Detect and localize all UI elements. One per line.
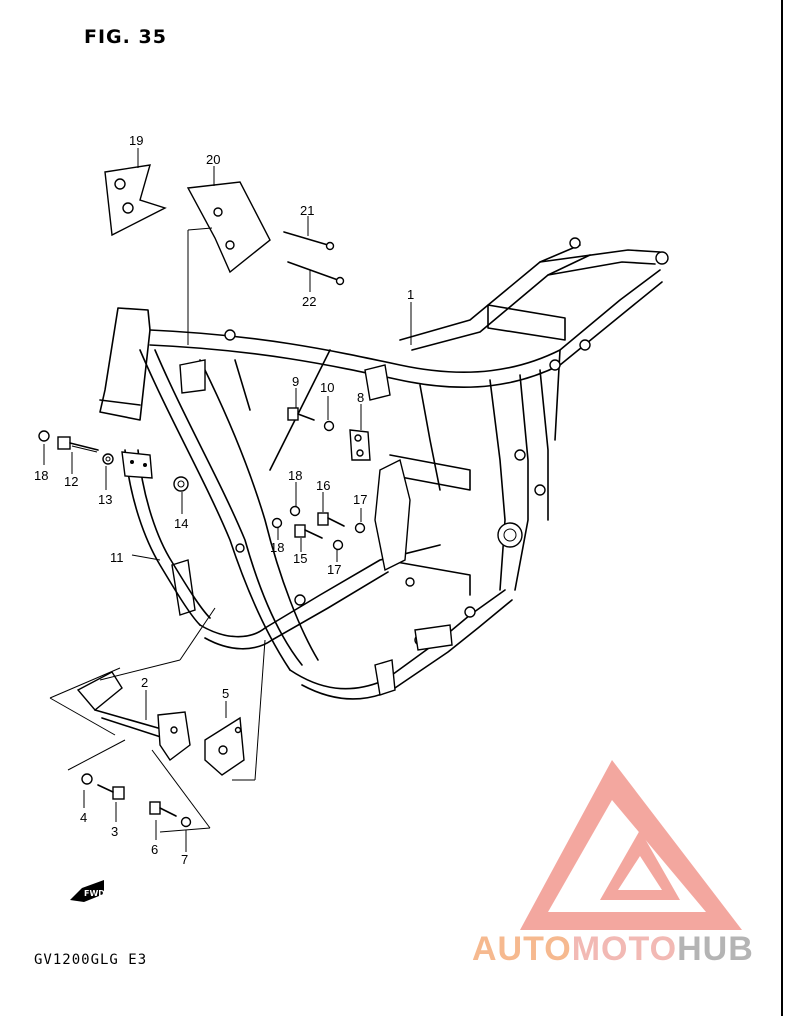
- fwd-label: FWD: [84, 889, 105, 898]
- bolt-3: [97, 784, 125, 800]
- bolt-15: [294, 524, 323, 539]
- part-label-19: 19: [129, 133, 143, 148]
- part-label-17-lower: 17: [327, 562, 341, 577]
- part-label-20: 20: [206, 152, 220, 167]
- part-label-8: 8: [357, 390, 364, 405]
- left-frame-rail: [121, 449, 211, 626]
- figure-title: FIG. 35: [84, 26, 167, 48]
- watermark-logo-icon: [520, 760, 742, 930]
- bracket-19: [104, 164, 167, 237]
- bolt-22: [287, 261, 345, 286]
- nut-4: [81, 773, 93, 785]
- model-code: GV1200GLG E3: [34, 952, 148, 968]
- watermark-auto: AUTO: [472, 930, 572, 968]
- part-label-10: 10: [320, 380, 334, 395]
- forward-arrow-icon: FWD: [70, 880, 105, 902]
- watermark-moto: MOTO: [571, 930, 678, 968]
- part-label-14: 14: [174, 516, 188, 531]
- nut-17-lower: [332, 539, 344, 551]
- part-label-16: 16: [316, 478, 330, 493]
- watermark-hub: HUB: [677, 930, 754, 968]
- part-label-6: 6: [151, 842, 158, 857]
- plate-8: [349, 429, 371, 461]
- nut-17-upper: [354, 522, 366, 534]
- engine-mount-2: [76, 671, 191, 762]
- leader-lines: [43, 148, 412, 852]
- part-label-17-upper: 17: [353, 492, 367, 507]
- nut-7: [180, 816, 192, 828]
- nut-14: [173, 476, 189, 492]
- washer-13: [102, 453, 114, 465]
- mount-plate-5: [204, 716, 245, 776]
- part-label-3: 3: [111, 824, 118, 839]
- part-label-21: 21: [300, 203, 314, 218]
- part-label-15: 15: [293, 551, 307, 566]
- part-label-13: 13: [98, 492, 112, 507]
- page-border-line: [781, 0, 783, 1016]
- part-label-18-left: 18: [34, 468, 48, 483]
- part-label-18-lower: 18: [270, 540, 284, 555]
- part-label-5: 5: [222, 686, 229, 701]
- main-frame: [99, 237, 669, 700]
- part-label-9: 9: [292, 374, 299, 389]
- bolt-9: [287, 407, 315, 421]
- bolt-6: [149, 801, 177, 817]
- part-label-22: 22: [302, 294, 316, 309]
- nut-18-center: [289, 505, 301, 517]
- part-label-11: 11: [110, 550, 124, 565]
- washer-10: [323, 420, 335, 432]
- bracket-20: [186, 181, 271, 274]
- bolt-12: [57, 436, 99, 453]
- part-label-12: 12: [64, 474, 78, 489]
- nut-18-lower: [271, 517, 283, 529]
- part-label-4: 4: [80, 810, 87, 825]
- part-label-2: 2: [141, 675, 148, 690]
- nut-18-left: [38, 430, 50, 442]
- part-label-1: 1: [407, 287, 414, 302]
- bolt-16: [317, 512, 345, 527]
- part-label-18-center: 18: [288, 468, 302, 483]
- watermark-text: AUTOMOTOHUB: [472, 930, 754, 969]
- part-label-7: 7: [181, 852, 188, 867]
- bolt-21: [283, 231, 335, 251]
